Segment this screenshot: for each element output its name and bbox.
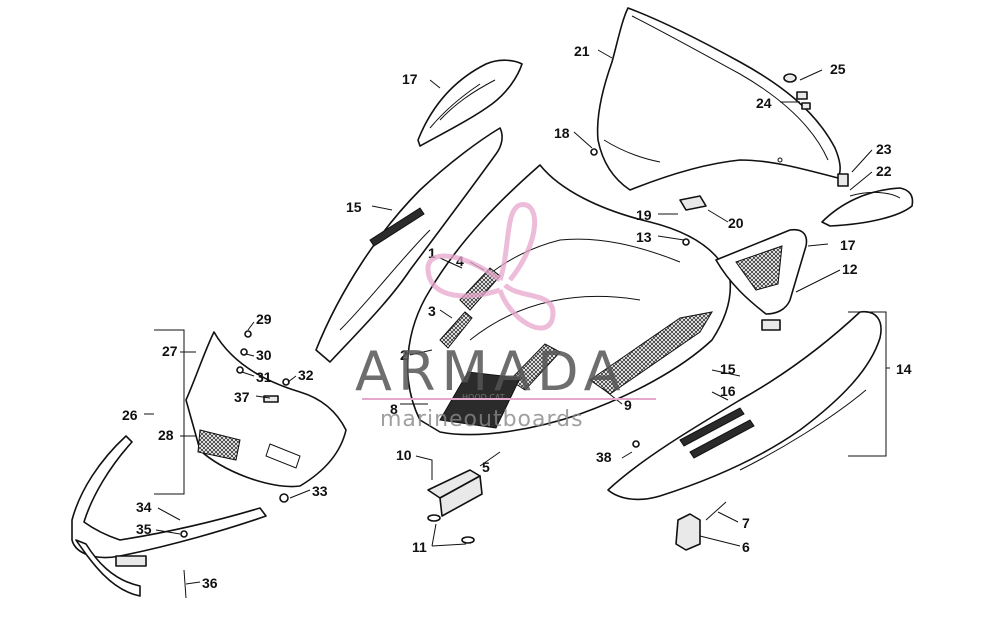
- left-side-panel: [315, 127, 503, 363]
- callout-33: 33: [312, 483, 328, 499]
- watermark-subtitle: marineoutboards: [380, 407, 584, 432]
- callout-8: 8: [390, 401, 398, 417]
- callout-32: 32: [298, 367, 314, 383]
- hinge-part: [427, 469, 483, 544]
- right-side-panel: [607, 311, 882, 501]
- callout-5: 5: [482, 459, 490, 475]
- callout-1: 1: [428, 245, 436, 261]
- callout-20: 20: [728, 215, 744, 231]
- callout-34: 34: [136, 499, 152, 515]
- callout-18: 18: [554, 125, 570, 141]
- callout-6: 6: [742, 539, 750, 555]
- callout-26: 26: [122, 407, 138, 423]
- callout-12: 12: [842, 261, 858, 277]
- callout-14: 14: [896, 361, 912, 377]
- bracket-bolt: [675, 501, 727, 551]
- side-deflector-part: [821, 173, 914, 227]
- callout-15-right: 15: [720, 361, 736, 377]
- callout-11: 11: [412, 539, 427, 555]
- fasteners: [180, 148, 707, 538]
- callout-23: 23: [876, 141, 892, 157]
- callout-27: 27: [162, 343, 178, 359]
- callout-30: 30: [256, 347, 272, 363]
- callout-37: 37: [234, 389, 250, 405]
- leader-lines: [144, 49, 890, 585]
- bumper-part: [71, 435, 267, 599]
- callout-36: 36: [202, 575, 218, 591]
- nose-assembly: [185, 331, 347, 488]
- hood-logo: HOOD CAT: [462, 393, 505, 402]
- callout-15-left: 15: [346, 199, 362, 215]
- callout-31: 31: [256, 369, 272, 385]
- callout-21: 21: [574, 43, 590, 59]
- callout-13: 13: [636, 229, 652, 245]
- right-vent-part: [715, 228, 808, 315]
- watermark-brand: ARMADA: [355, 340, 627, 403]
- watermark-underline: [362, 398, 656, 400]
- callout-16: 16: [720, 383, 736, 399]
- hood-part: HOOD CAT: [406, 164, 732, 436]
- callout-3: 3: [428, 303, 436, 319]
- callout-19: 19: [636, 207, 652, 223]
- callout-17-top: 17: [402, 71, 418, 87]
- callout-10: 10: [396, 447, 412, 463]
- callout-25: 25: [830, 61, 846, 77]
- callout-24: 24: [756, 95, 772, 111]
- windshield-part: [596, 7, 841, 191]
- upper-vent-part: [417, 59, 523, 147]
- windshield-screws: [783, 73, 811, 110]
- callout-17-right: 17: [840, 237, 856, 253]
- callout-28: 28: [158, 427, 174, 443]
- callout-7: 7: [742, 515, 750, 531]
- callout-29: 29: [256, 311, 272, 327]
- callout-9: 9: [624, 397, 632, 413]
- watermark-logo-icon: [425, 202, 556, 331]
- callout-2: 2: [400, 347, 408, 363]
- callout-22: 22: [876, 163, 892, 179]
- callout-35: 35: [136, 521, 152, 537]
- callout-38: 38: [596, 449, 612, 465]
